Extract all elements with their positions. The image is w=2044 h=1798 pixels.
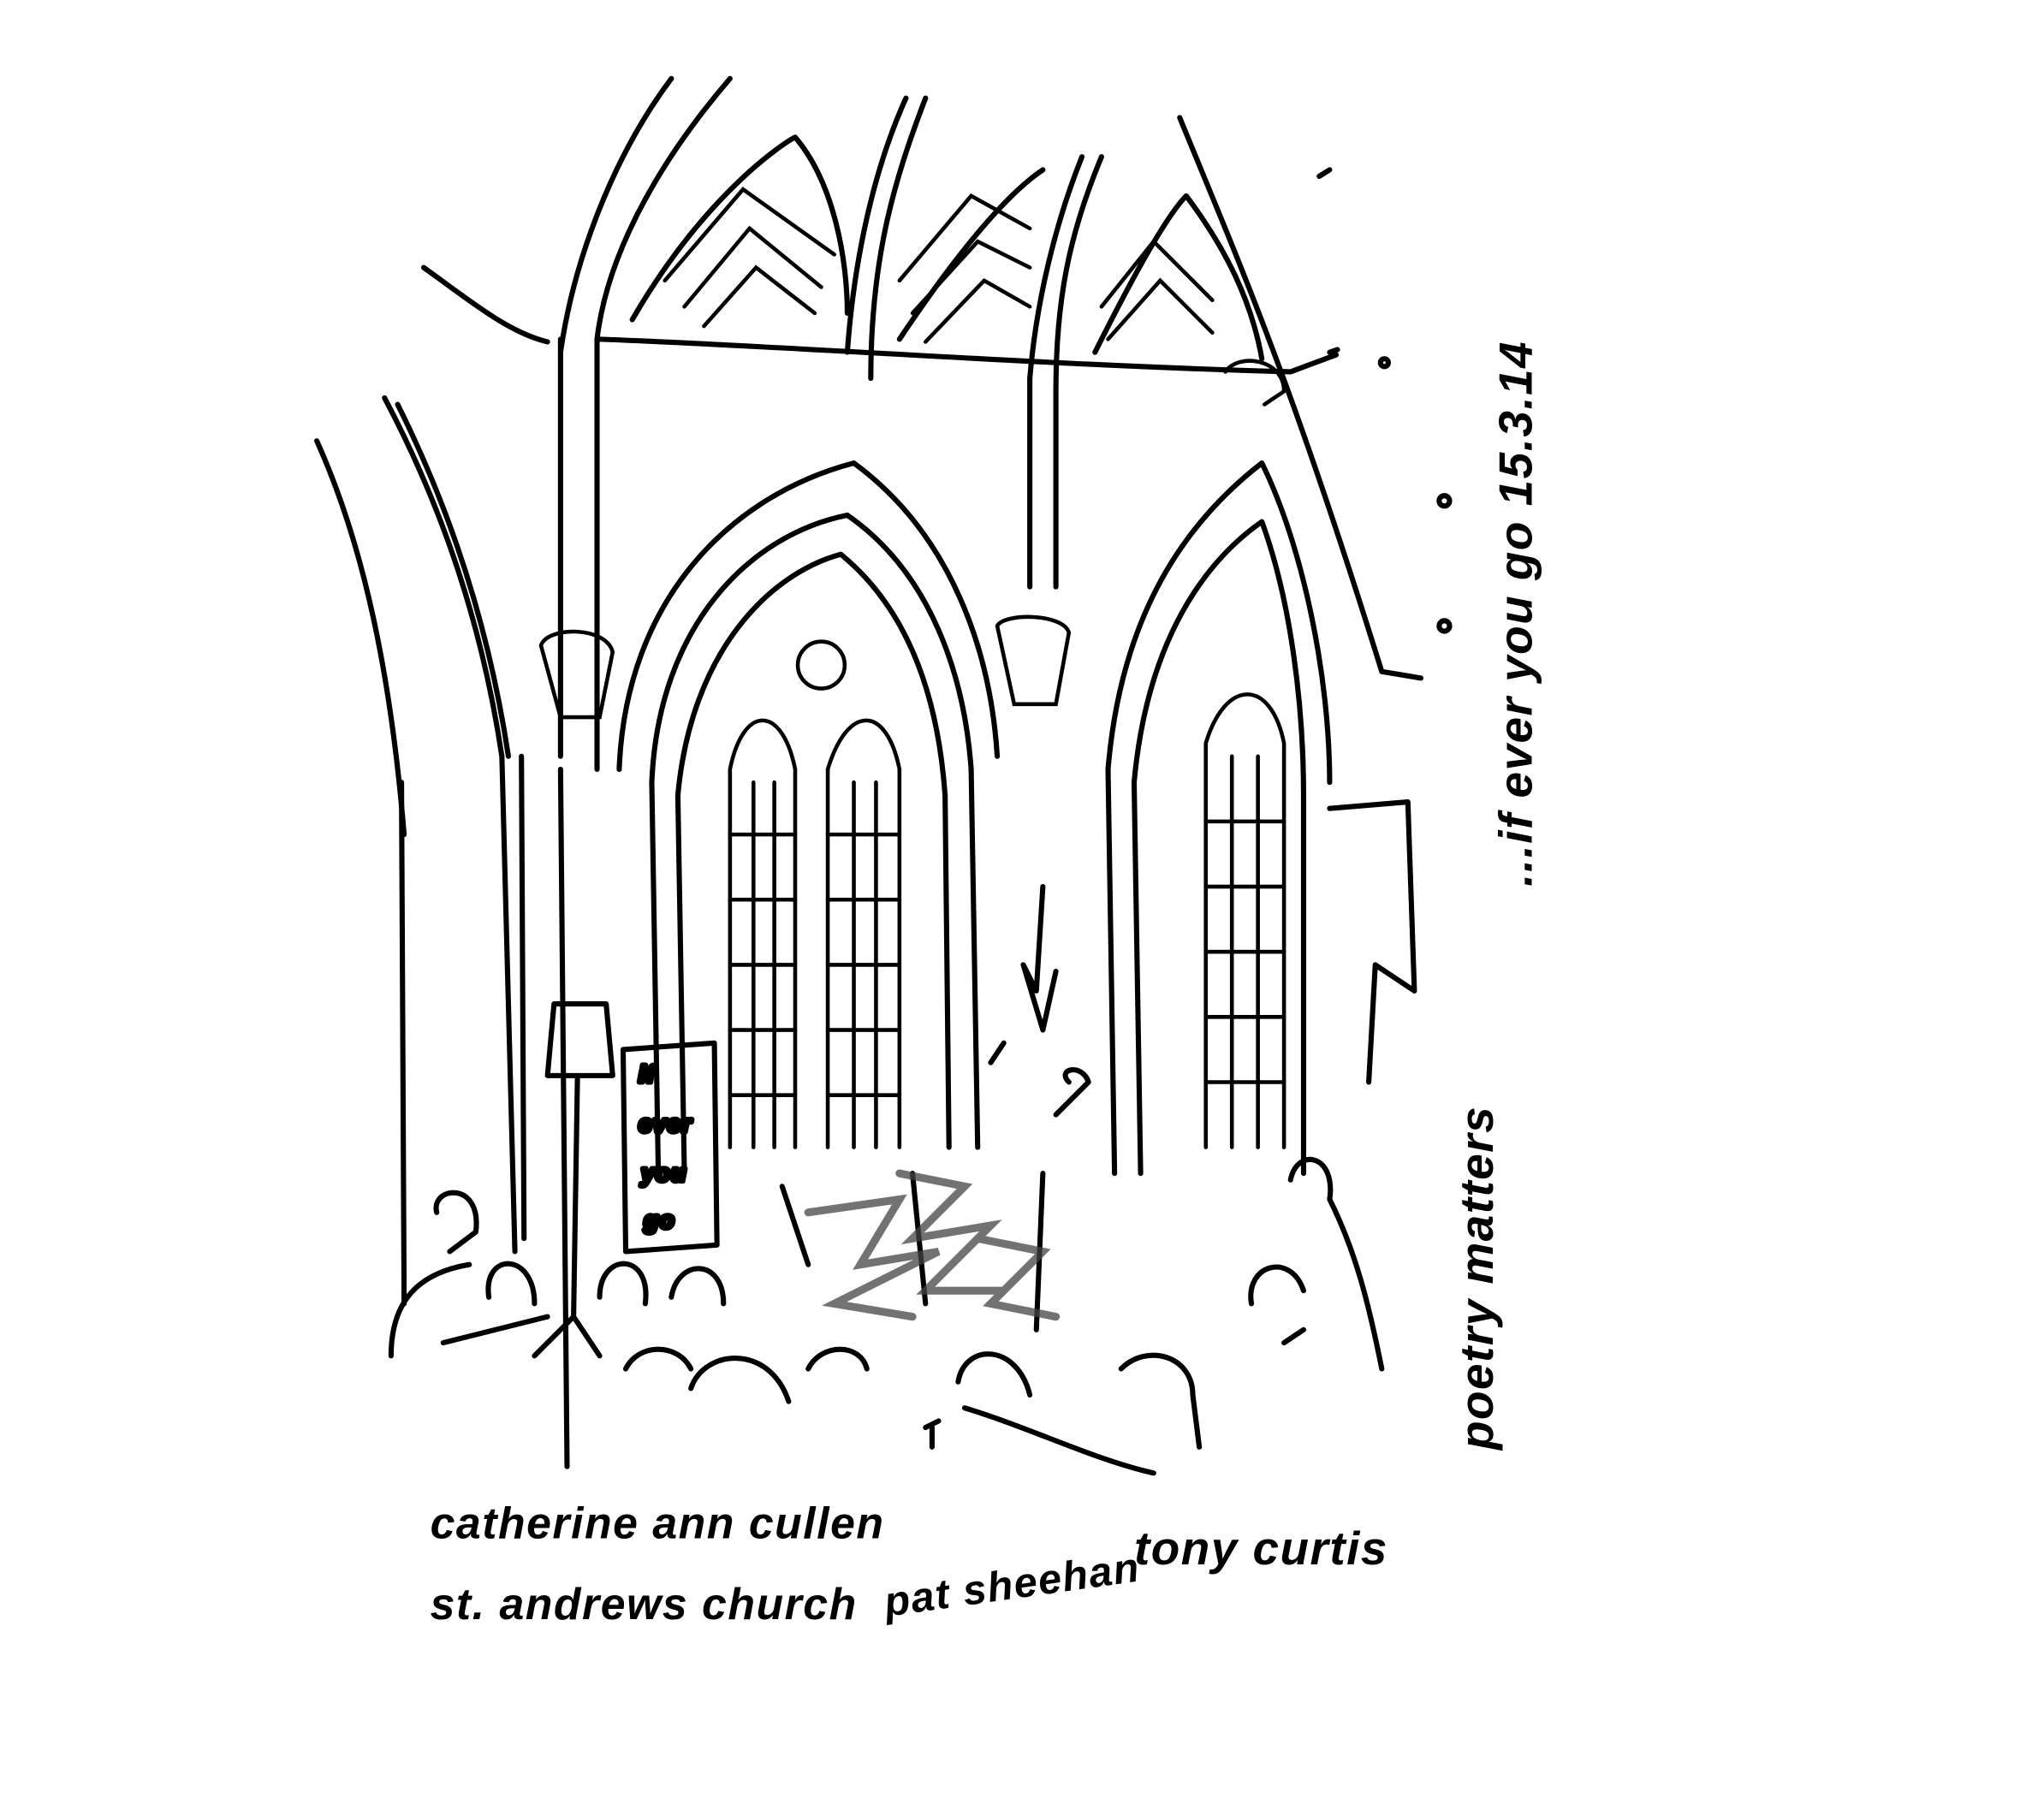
banner-line-1: if	[639, 1060, 657, 1087]
banner-line-4: go	[643, 1207, 675, 1233]
speaker-arrow	[1020, 883, 1059, 1033]
lamp-stand	[532, 1001, 615, 1359]
pull-up-banner: if ever you go	[620, 1040, 720, 1255]
left-window-tracery	[728, 639, 902, 1149]
caption-venue: st. andrews church	[431, 1579, 858, 1629]
banner-line-3: you	[639, 1160, 686, 1186]
wall-board	[1327, 798, 1417, 1085]
caption-poet-pat-sheehan: pat sheehan	[880, 1544, 1144, 1626]
vault-chevrons	[663, 187, 1215, 344]
caption-series-date: ...if ever you go 15.3.14	[1488, 341, 1542, 887]
shaded-performers	[804, 1169, 1061, 1321]
left-arch	[616, 460, 1001, 1177]
right-arch	[1105, 460, 1333, 1177]
banner-line-2: ever	[639, 1110, 692, 1136]
dots	[1316, 167, 1453, 634]
caption-poet-catherine-ann-cullen: catherine ann cullen	[431, 1498, 885, 1548]
caption-poet-tony-curtis: tony curtis	[1134, 1522, 1388, 1575]
capitals	[538, 359, 1286, 720]
right-window-tracery	[1203, 692, 1286, 1149]
left-columns	[314, 395, 570, 1469]
caption-event-poetry-matters: poetry matters	[1450, 1106, 1503, 1451]
vault-ribs	[420, 75, 1424, 773]
audience	[388, 1040, 1385, 1476]
